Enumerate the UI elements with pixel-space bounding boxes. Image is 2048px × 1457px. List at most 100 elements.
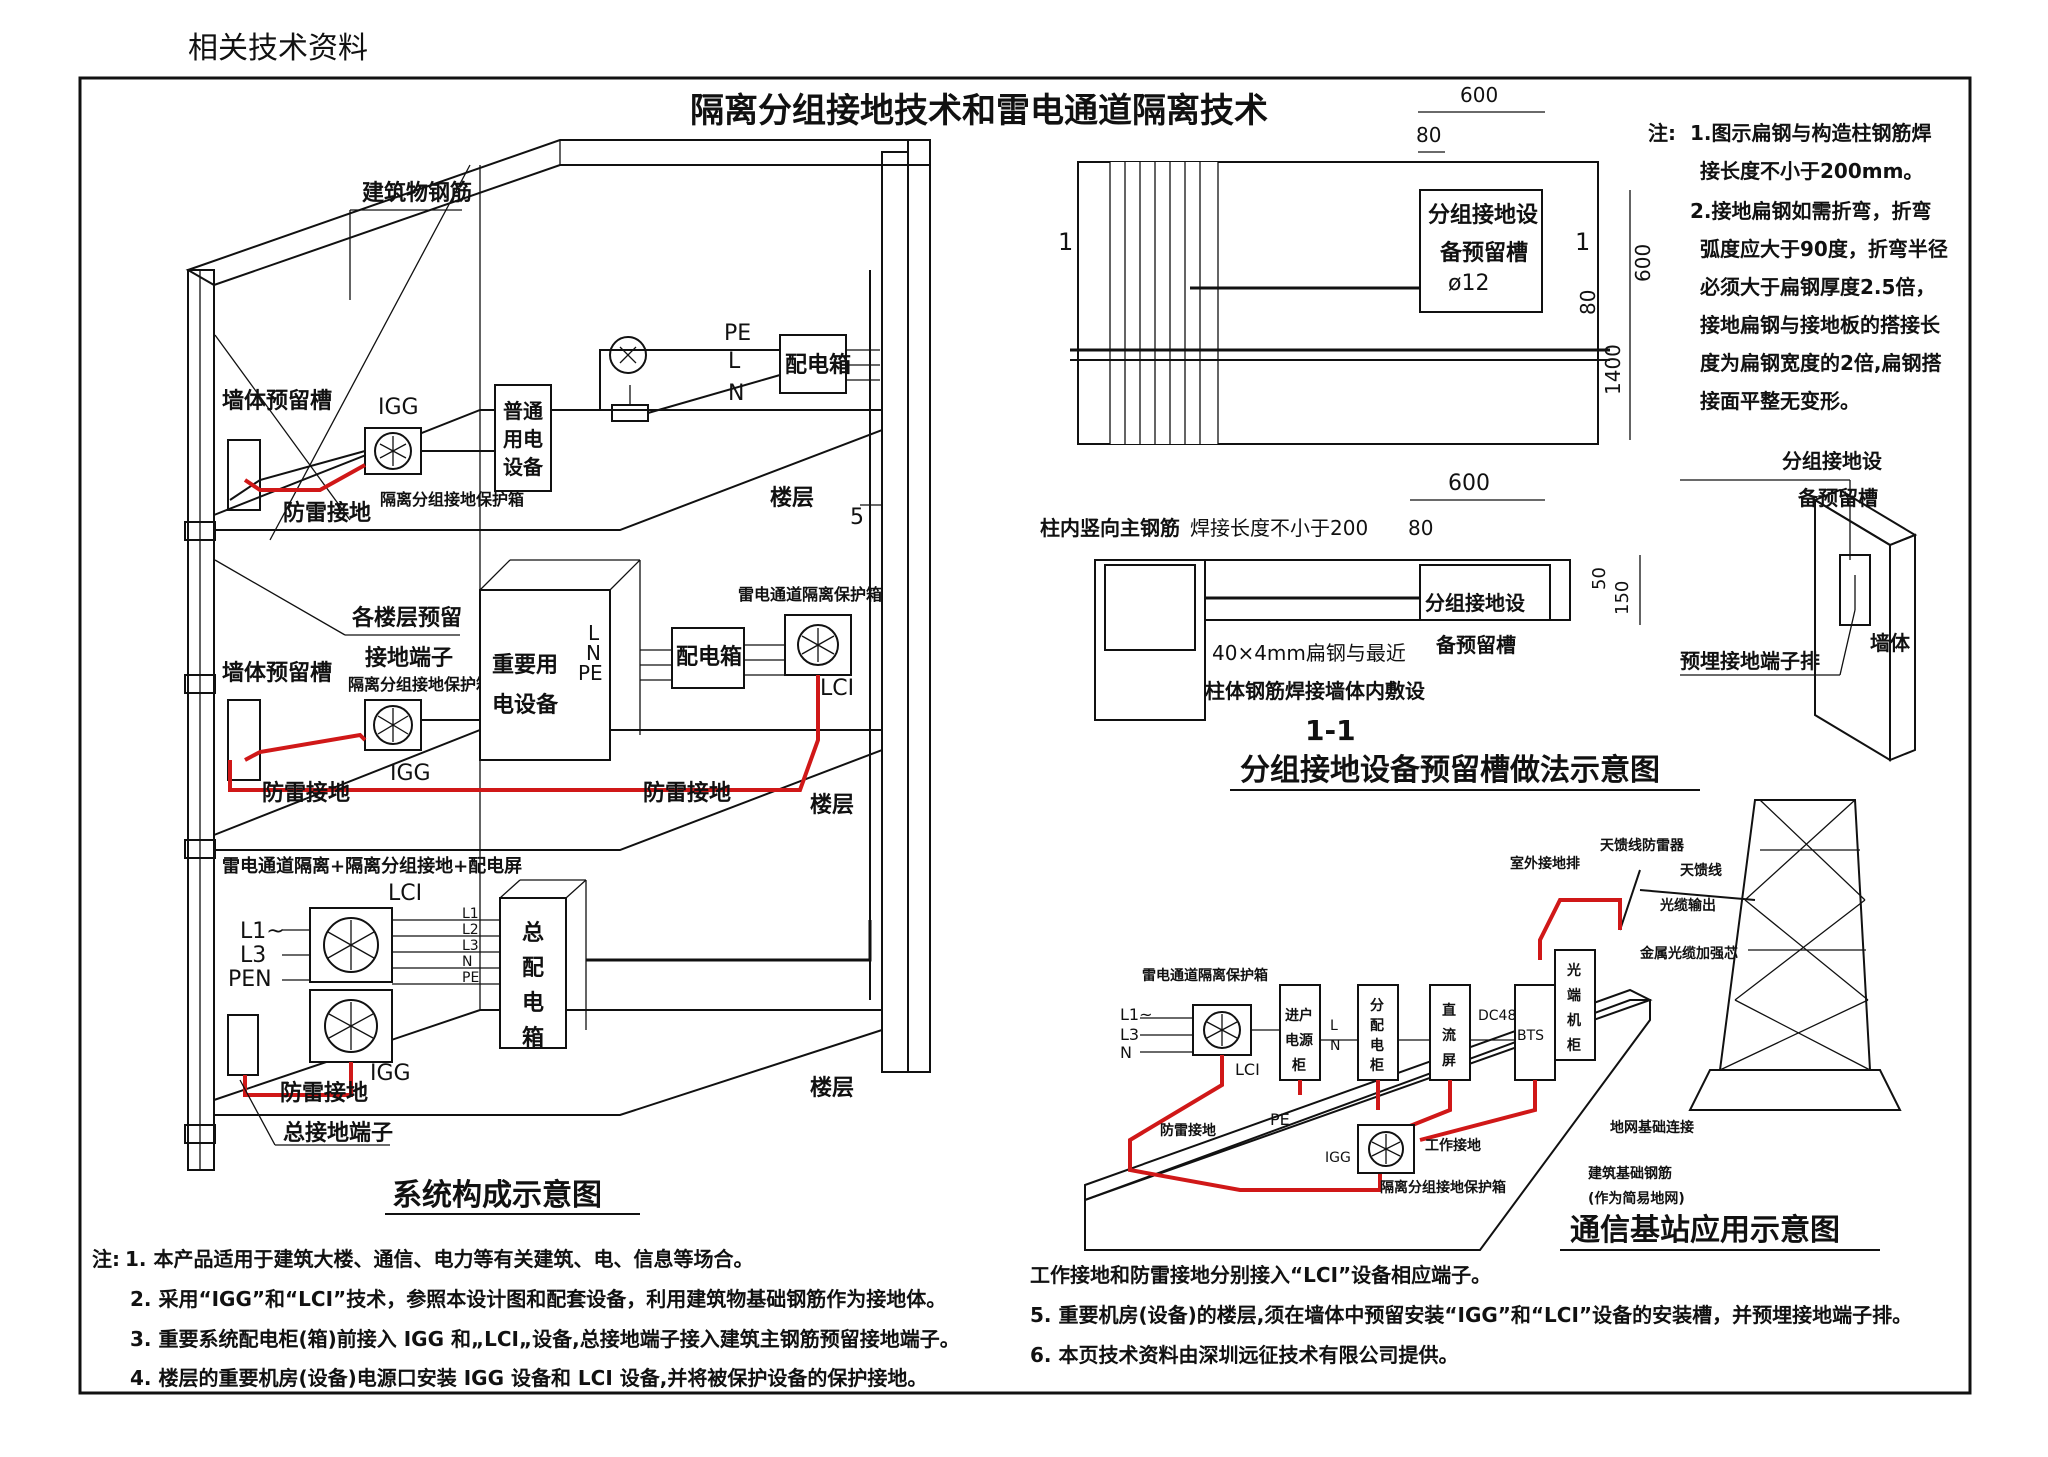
- notes-bottom-left-1: 1. 本产品适用于建筑大楼、通信、电力等有关建筑、电、信息等场合。: [125, 1247, 753, 1271]
- pe-label-1: PE: [724, 321, 751, 346]
- l-label-2: L: [588, 621, 600, 645]
- wall-iso-diagram: 分组接地设 备预留槽 预埋接地端子排 墙体: [1680, 449, 1918, 762]
- detail-caption: 分组接地设备预留槽做法示意图: [1240, 753, 1660, 788]
- small-l1: L1: [462, 906, 479, 922]
- notes-bottom-left-3: 3. 重要系统配电柜(箱)前接入 IGG 和„LCI„设备,总接地端子接入建筑主…: [130, 1327, 960, 1351]
- wall-slot-2: [227, 699, 261, 781]
- small-l2: L2: [462, 922, 479, 938]
- wall-slot-iso-1: 分组接地设: [1782, 449, 1882, 473]
- dc-2: 流: [1442, 1027, 1456, 1044]
- station-pe: PE: [1270, 1110, 1290, 1129]
- pe-label-2: PE: [578, 661, 603, 685]
- dim-150: 150: [1612, 581, 1633, 615]
- fiber-out-label: 光缆输出: [1659, 897, 1716, 914]
- column-section: [1094, 559, 1206, 721]
- notes-bottom-right-2: 5. 重要机房(设备)的楼层,须在墙体中预留安装“IGG”和“LCI”设备的安装…: [1030, 1303, 1912, 1327]
- num-5: 5: [850, 505, 864, 530]
- dim-80-top: 80: [1416, 123, 1441, 147]
- dc-1: 直: [1442, 1002, 1456, 1019]
- incoming-3: 柜: [1292, 1057, 1306, 1074]
- main-dist-label-2: 配: [522, 956, 544, 981]
- important-equipment-box: [479, 589, 611, 761]
- station-caption: 通信基站应用示意图: [1570, 1213, 1840, 1248]
- slot-label-1: 分组接地设: [1428, 202, 1538, 228]
- dist-box-2: [671, 627, 745, 689]
- dim-80-right: 80: [1576, 290, 1600, 315]
- station-lightning-ground: 防雷接地: [1160, 1122, 1216, 1139]
- foundation-label-1: 建筑基础钢筋: [1588, 1165, 1672, 1182]
- column-rebar-label: 柱内竖向主钢筋: [1040, 516, 1180, 540]
- steel-text-2: 柱体钢筋焊接墙体内敷设: [1205, 679, 1425, 703]
- antenna-arrester-label: 天馈线防雷器: [1600, 837, 1685, 854]
- dist-cab-4: 柜: [1370, 1057, 1384, 1074]
- igg-label-1: IGG: [378, 395, 419, 420]
- main-title: 隔离分组接地技术和雷电通道隔离技术: [690, 91, 1268, 131]
- dist-cab-2: 配: [1370, 1018, 1384, 1034]
- general-equipment-label-1: 普通: [503, 399, 543, 423]
- small-pe: PE: [462, 970, 479, 986]
- lightning-ground-label-2: 防雷接地: [262, 781, 350, 806]
- lightning-ground-label-1: 防雷接地: [283, 501, 371, 526]
- section-label: 相关技术资料: [188, 31, 368, 66]
- notes-right-line-7: 度为扁钢宽度的2倍,扁钢搭: [1700, 351, 1943, 375]
- ground-terminal-grid: [227, 1014, 259, 1076]
- notes-right-line-8: 接面平整无变形。: [1700, 389, 1860, 413]
- wall-slot-1: [227, 439, 261, 511]
- dim-600-section: 600: [1448, 471, 1490, 496]
- tower: [1688, 799, 1902, 1111]
- dist-box-1: [779, 334, 847, 394]
- notes-bottom-prefix: 注:: [92, 1247, 120, 1271]
- n-label-1: N: [728, 381, 744, 406]
- station-igg: IGG: [1325, 1150, 1351, 1166]
- dim-600-top: 600: [1460, 83, 1498, 107]
- notes-bottom: 注: 1. 本产品适用于建筑大楼、通信、电力等有关建筑、电、信息等场合。 2. …: [92, 1247, 1912, 1390]
- general-equipment-label-3: 设备: [503, 455, 544, 479]
- dist-cabinet: [1357, 984, 1399, 1081]
- general-equipment-label-2: 用电: [503, 427, 543, 451]
- notes-right-line-1: 1.图示扁钢与构造柱钢筋焊: [1690, 121, 1932, 145]
- slot-label-section-2: 备预留槽: [1435, 633, 1516, 657]
- system-diagram: 建筑物钢筋 墙体预留槽 IGG 普通 用电 设备 PE L N 配电箱 防雷接地…: [184, 139, 931, 1215]
- floor-label-3: 楼层: [810, 1076, 854, 1101]
- slot-box: [1419, 189, 1543, 313]
- each-floor-terminal-1: 各楼层预留: [351, 605, 462, 631]
- general-equipment-box: [494, 384, 552, 492]
- notes-right-line-3: 2.接地扁钢如需折弯，折弯: [1690, 199, 1932, 223]
- notes-right-prefix: 注:: [1648, 121, 1676, 145]
- bts-label: BTS: [1517, 1028, 1544, 1044]
- important-equipment-label-2: 电设备: [492, 692, 559, 718]
- main-ground-terminal-label: 总接地端子: [283, 1120, 393, 1146]
- lcp-box-label: 雷电通道隔离保护箱: [1142, 967, 1268, 984]
- isolation-box-label-1: 隔离分组接地保护箱: [380, 490, 524, 509]
- station-l-2: L: [1330, 1018, 1338, 1034]
- lci-label-floor2: LCI: [820, 676, 854, 701]
- wall-label: 墙体: [1870, 631, 1911, 655]
- panel-title: 雷电通道隔离+隔离分组接地+配电屏: [222, 855, 522, 877]
- slot-label-2: 备预留槽: [1439, 240, 1528, 266]
- notes-right: 注: 1.图示扁钢与构造柱钢筋焊 接长度不小于200mm。 2.接地扁钢如需折弯…: [1648, 121, 1948, 413]
- dist-box-label-1: 配电箱: [785, 352, 851, 378]
- notes-right-line-4: 弧度应大于90度，折弯半径: [1700, 237, 1948, 261]
- station-l3: L3: [1120, 1025, 1139, 1044]
- dc-3: 屏: [1442, 1053, 1456, 1069]
- antenna-label: 天馈线: [1680, 862, 1722, 879]
- main-dist-label-3: 电: [522, 991, 544, 1016]
- dim-600-right: 600: [1631, 244, 1655, 282]
- steel-text-1: 40×4mm扁钢与最近: [1212, 641, 1406, 665]
- pen-label: PEN: [228, 967, 272, 992]
- important-equipment-label-1: 重要用: [492, 653, 558, 678]
- l-label-1: L: [728, 349, 741, 374]
- grid-conn-label: 地网基础连接: [1610, 1119, 1694, 1136]
- notes-right-line-2: 接长度不小于200mm。: [1700, 159, 1923, 183]
- floor-label-2: 楼层: [810, 793, 854, 818]
- dim-80-section: 80: [1408, 516, 1433, 540]
- incoming-1: 进户: [1285, 1007, 1313, 1024]
- optical-3: 机: [1567, 1012, 1581, 1029]
- dim-50: 50: [1589, 567, 1610, 590]
- socket-icon: [609, 336, 647, 374]
- isolation-box-label-2: 隔离分组接地保护箱: [348, 675, 492, 694]
- station-n-2: N: [1330, 1038, 1340, 1054]
- optical-4: 柜: [1567, 1037, 1581, 1054]
- lightning-ground-label-4: 防雷接地: [280, 1081, 368, 1106]
